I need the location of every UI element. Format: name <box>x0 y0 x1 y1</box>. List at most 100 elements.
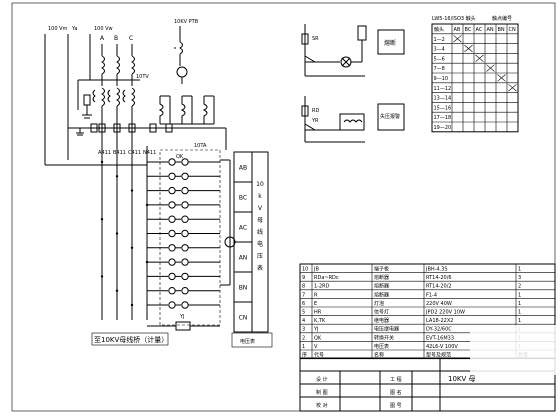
parts-table-cell: 熔断器 <box>374 283 389 290</box>
parts-table-cell: JPD2 220V 10W <box>425 310 465 316</box>
contact-row <box>115 287 220 295</box>
parts-table-cell: RT14-20/2 <box>426 284 452 290</box>
relay-box-2-label: 失压报警 <box>380 113 400 120</box>
relay-tag-1: SR <box>312 36 319 42</box>
switch-table-mark <box>508 84 517 92</box>
parts-table-cell: 信号灯 <box>374 309 389 316</box>
contact-row <box>145 258 220 266</box>
parts-table-cell: LA18-22X2 <box>426 318 453 324</box>
contact-row <box>130 244 220 252</box>
parts-table-cell: HR <box>314 310 322 316</box>
parts-table-cell: K,TK <box>314 318 326 324</box>
parts-table-cell: 2 <box>518 284 521 290</box>
parts-table-cell: 4 <box>302 318 305 324</box>
wire-label-b: B411 <box>113 150 126 156</box>
switch-table-header: 触头 <box>434 26 444 33</box>
right-block-char: 电 <box>257 240 263 248</box>
parts-table-cell: YJ <box>313 327 319 333</box>
switch-table-row-label: 13—14 <box>434 96 452 102</box>
title-field-4: 工 程 <box>390 376 402 383</box>
parts-table-cell: 1 <box>518 301 521 307</box>
parts-table-cell: RDa~RDc <box>314 275 339 281</box>
parts-table-cell: 10 <box>302 267 308 273</box>
switch-table-mark <box>475 54 484 62</box>
right-block-char: 母 <box>257 217 263 224</box>
parts-table-cell: R <box>314 292 318 298</box>
switch-table-row-label: 15—16 <box>434 105 452 111</box>
phase-block-label: AN <box>239 255 248 262</box>
wire-label-n: N411 <box>143 150 156 156</box>
switch-table-title: LW5-16/ISO3 触头 <box>432 15 476 22</box>
contact-row <box>115 229 220 238</box>
parts-table-cell: 1 <box>518 310 521 316</box>
parts-table-cell: E <box>314 301 317 307</box>
title-field-6: 图 号 <box>390 403 402 409</box>
parts-table-cell: V <box>314 344 318 350</box>
switch-table-subtitle: 触点编号 <box>492 15 512 22</box>
switch-table-header: BN <box>498 27 505 33</box>
switch-table-mark <box>497 74 506 82</box>
switch-tag: QK <box>176 154 184 160</box>
parts-table-cell: 6 <box>302 301 305 307</box>
bus-label-3: 100 Vw <box>94 26 113 32</box>
parts-table-header: 型号及规范 <box>426 352 451 359</box>
right-block-char: 表 <box>257 264 263 272</box>
switch-table-row-label: 17—18 <box>434 115 452 121</box>
bottom-label-box <box>231 332 273 348</box>
switch-table-header: BC <box>465 27 472 33</box>
contact-row <box>100 215 220 223</box>
phase-label-b: B <box>114 35 118 42</box>
relay-box-1 <box>377 29 405 55</box>
parts-table-cell: 继电器 <box>374 317 389 324</box>
relay-tag-bottom: YJ <box>179 314 185 320</box>
relay-box-1-label: 熔断 <box>384 39 396 47</box>
parts-table-header: 代号 <box>314 352 324 359</box>
bus-label-2: Ya <box>71 26 77 32</box>
title-field-1: 设 计 <box>316 376 328 383</box>
switch-table-row-label: 11—12 <box>434 86 452 92</box>
parts-table-cell: 3 <box>518 275 521 281</box>
pt-label: 10KV PTB <box>174 19 199 25</box>
bus-label-1: 100 Vm <box>48 26 68 32</box>
parts-table-cell: 1-2RD <box>314 284 330 290</box>
switch-table-row-label: 1—2 <box>434 37 445 43</box>
contact-row <box>130 186 220 195</box>
phase-label-a: A <box>100 35 105 42</box>
right-block-char: k <box>258 193 262 200</box>
title-block: 10KV 母 设 计 制 图 校 对 工 程 图 名 图 号 <box>299 357 556 412</box>
drawing-frame <box>11 2 556 412</box>
parts-table-cell: 8 <box>302 284 305 290</box>
switch-table-row-label: 3—4 <box>434 47 445 53</box>
wire-label-a: A411 <box>98 150 111 156</box>
parts-table-cell: DY-32/60C <box>426 327 452 333</box>
parts-table-cell: 1 <box>518 292 521 298</box>
parts-table-cell: 2 <box>302 335 305 341</box>
wire-label-c: C411 <box>128 150 141 156</box>
contact-row <box>145 201 220 209</box>
parts-table-cell: 熔断器 <box>374 291 389 298</box>
parts-table-cell: JB <box>313 267 319 273</box>
right-block-char: V <box>258 205 263 212</box>
switch-table-row-label: 7—8 <box>434 66 445 72</box>
parts-table-header: 序 <box>302 352 307 359</box>
parts-table-cell: 9 <box>302 275 305 281</box>
parts-table-cell: F1-4 <box>426 292 437 298</box>
ct-tag: 10TA <box>194 143 207 149</box>
switch-table-header: AN <box>487 27 494 33</box>
right-block-char: 10 <box>256 181 264 188</box>
parts-table-cell: 熔断器 <box>374 274 389 281</box>
title-field-3: 校 对 <box>316 402 328 409</box>
switch-table-mark <box>464 44 473 53</box>
parts-table-cell: 42L6-V 100V <box>426 344 458 350</box>
right-block-char: 压 <box>257 253 263 260</box>
main-schematic: 100 Vm Ya 100 Vw A B C 10TV <box>44 19 273 348</box>
parts-table-cell: 灯泡 <box>374 300 384 307</box>
switch-table-row-label: 9—10 <box>434 76 449 82</box>
parts-table-cell: QK <box>314 335 322 341</box>
parts-table-cell: 1 <box>518 267 521 273</box>
parts-table-cell: 电压继电器 <box>374 326 399 333</box>
right-block-char: 线 <box>257 228 263 236</box>
